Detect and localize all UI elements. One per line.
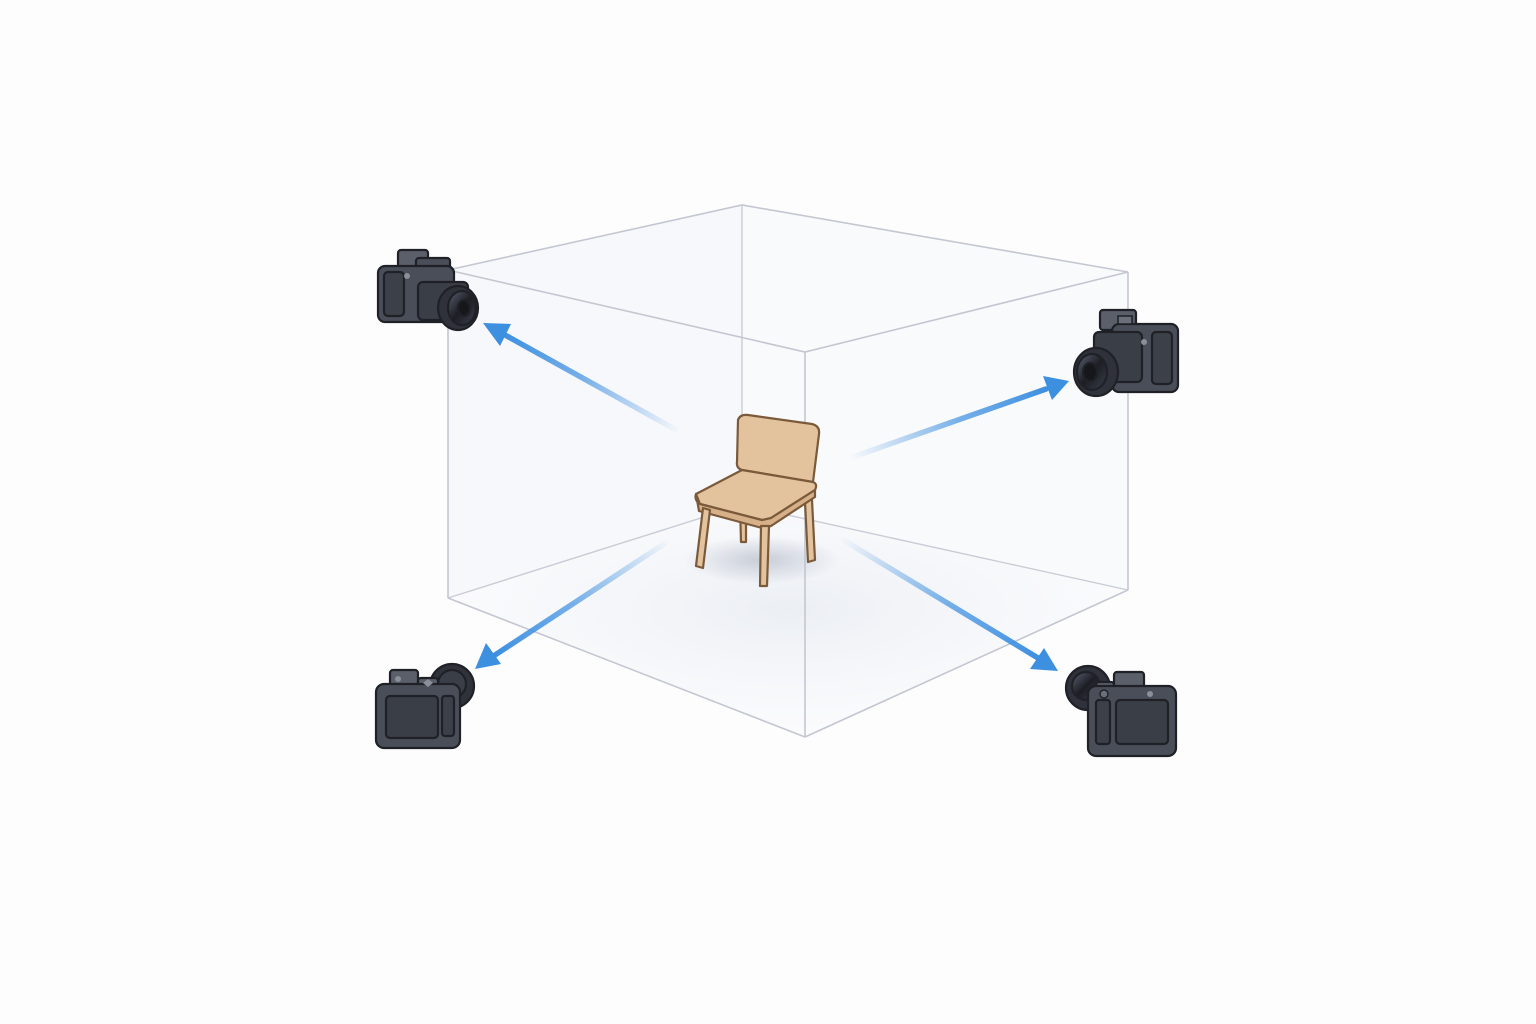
chair-front-leg-right <box>760 526 769 586</box>
camera-top-left <box>378 250 478 330</box>
camera-bottom-left <box>376 664 474 748</box>
camera-bottom-right <box>1066 666 1176 756</box>
